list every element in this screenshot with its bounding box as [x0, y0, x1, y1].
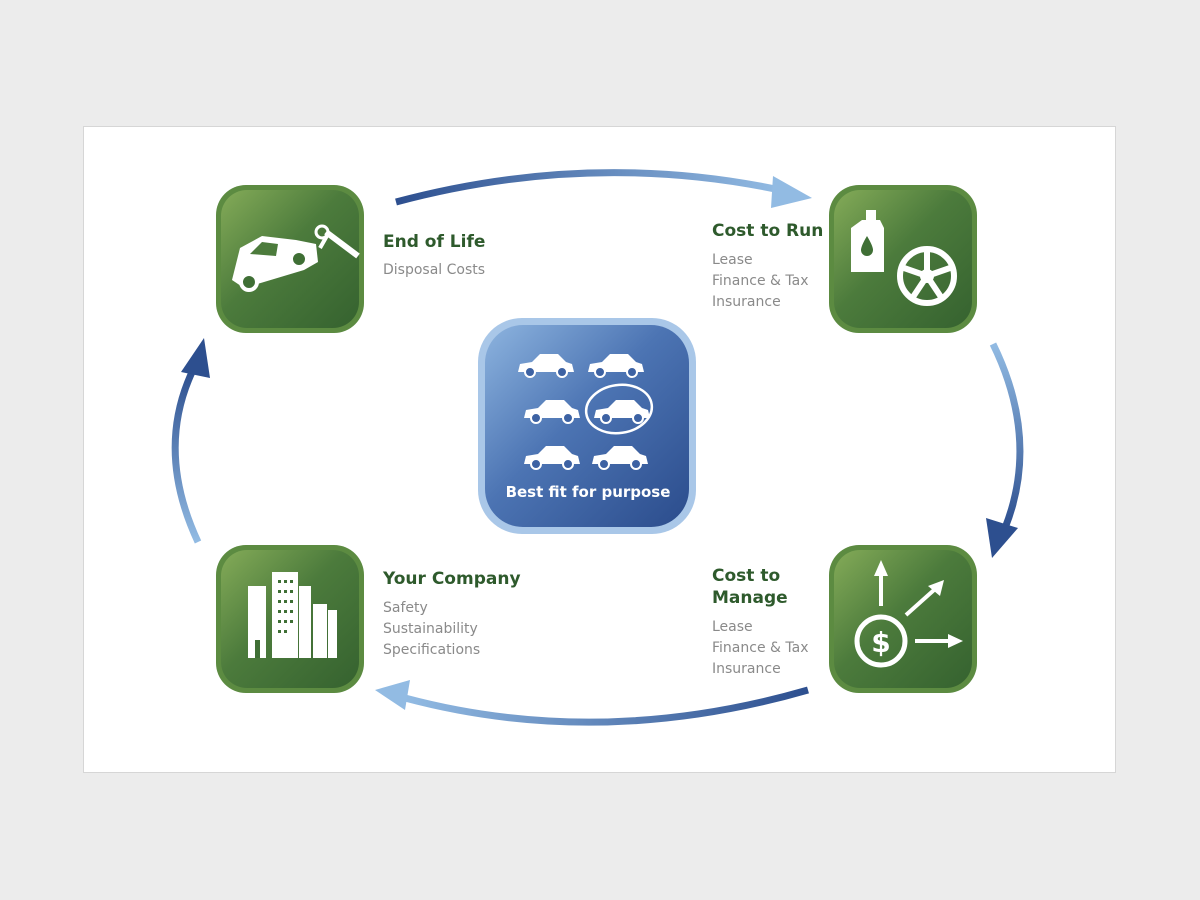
oil-and-tyre-icon: [851, 210, 957, 306]
tow-truck-icon: [232, 224, 360, 292]
cost-to-manage-line: Finance & Tax: [712, 640, 809, 656]
your-company-label: Your Company Safety Sustainability Speci…: [383, 568, 521, 661]
cost-to-manage-line: Insurance: [712, 661, 781, 677]
selection-circle: [584, 383, 654, 435]
arrow-left: [171, 338, 210, 544]
center-caption: Best fit for purpose: [505, 483, 671, 501]
arrow-bottom: [375, 680, 809, 726]
cost-to-run-line: Finance & Tax: [712, 273, 809, 289]
cost-to-run-title: Cost to Run: [712, 221, 824, 241]
your-company-line: Sustainability: [383, 621, 478, 637]
cost-to-manage-label: Cost to Manage Lease Finance & Tax Insur…: [712, 565, 808, 680]
end-of-life-tile: [216, 185, 364, 333]
svg-text:$: $: [871, 626, 890, 659]
dollar-arrows-icon: $: [854, 560, 963, 668]
cost-to-run-tile: [829, 185, 977, 333]
your-company-tile: [216, 545, 364, 693]
your-company-line: Specifications: [383, 642, 481, 658]
cost-to-manage-title: Manage: [712, 588, 788, 608]
arrow-right: [986, 342, 1024, 558]
arrow-top: [395, 169, 812, 208]
end-of-life-label: End of Life Disposal Costs: [383, 231, 485, 281]
cost-to-manage-title: Cost to: [712, 566, 781, 586]
car-fleet-icon: [518, 354, 654, 470]
office-buildings-icon: [248, 572, 337, 658]
best-fit-tile: [478, 318, 696, 534]
your-company-title: Your Company: [383, 569, 521, 589]
cost-to-manage-line: Lease: [712, 619, 753, 635]
cost-to-run-label: Cost to Run Lease Finance & Tax Insuranc…: [712, 220, 823, 313]
cost-to-run-line: Insurance: [712, 294, 781, 310]
end-of-life-title: End of Life: [383, 232, 486, 252]
your-company-line: Safety: [383, 600, 428, 616]
cost-to-manage-tile: $: [829, 545, 977, 693]
cost-to-run-line: Lease: [712, 252, 753, 268]
end-of-life-line: Disposal Costs: [383, 262, 486, 278]
